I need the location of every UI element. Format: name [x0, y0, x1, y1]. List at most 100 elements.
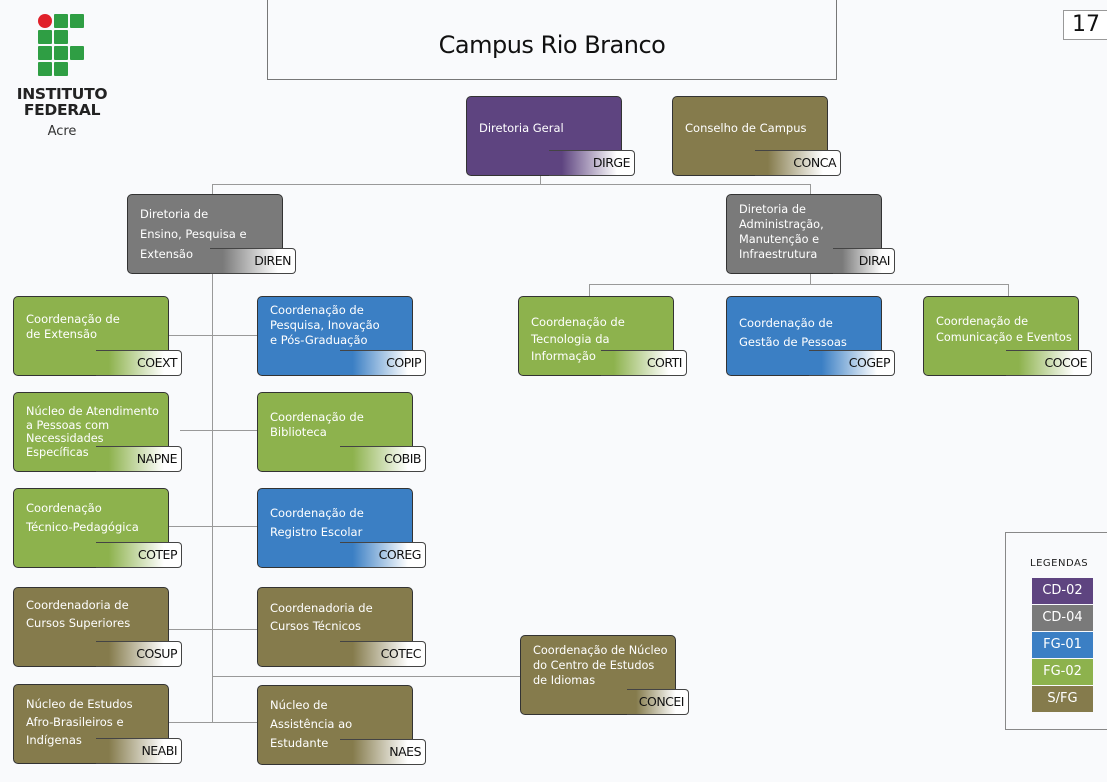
- unit-code-tag: CONCA: [755, 150, 841, 176]
- unit-box-neabi[interactable]: Núcleo de Estudos Afro-Brasileiros e Ind…: [13, 684, 182, 764]
- unit-code-tag: NEABI: [96, 738, 182, 764]
- unit-code-tag: COTEC: [340, 641, 426, 667]
- unit-code: COEXT: [137, 355, 177, 370]
- unit-box-diren[interactable]: Diretoria de Ensino, Pesquisa e Extensão…: [127, 194, 296, 274]
- connector-line: [810, 273, 811, 285]
- institute-logo: INSTITUTO FEDERAL Acre: [10, 12, 114, 142]
- unit-code-tag: DIRAI: [833, 248, 895, 274]
- connector-line: [168, 335, 258, 336]
- unit-code: COBIB: [384, 451, 421, 466]
- connector-line: [168, 629, 258, 630]
- unit-name: Diretoria de Ensino, Pesquisa e Extensão: [140, 207, 247, 261]
- unit-code-tag: COSUP: [96, 641, 182, 667]
- unit-name: Coordenação de de Extensão: [26, 312, 120, 341]
- unit-code: COCOE: [1044, 355, 1087, 370]
- title-box: Campus Rio Branco: [267, 0, 837, 80]
- connector-line: [212, 676, 520, 677]
- logo-red-dot-icon: [38, 14, 52, 28]
- legend-item-cd02: CD-02: [1032, 578, 1093, 604]
- unit-name: Conselho de Campus: [685, 121, 807, 135]
- unit-code-tag: COBIB: [340, 446, 426, 472]
- unit-code: NEABI: [141, 743, 177, 758]
- unit-name: Coordenação de Núcleo do Centro de Estud…: [533, 644, 668, 687]
- unit-name: Núcleo de Assistência ao Estudante: [270, 698, 353, 750]
- logo-square: [54, 46, 68, 60]
- unit-box-napne[interactable]: Núcleo de Atendimento a Pessoas com Nece…: [13, 392, 182, 472]
- unit-box-copip[interactable]: Coordenação de Pesquisa, Inovação e Pós-…: [257, 296, 426, 376]
- unit-code: COGEP: [848, 355, 891, 370]
- page-title: Campus Rio Branco: [438, 31, 666, 59]
- unit-name: Coordenadoria de Cursos Superiores: [26, 598, 131, 630]
- connector-line: [540, 175, 541, 185]
- logo-text: INSTITUTO FEDERAL: [10, 86, 114, 118]
- unit-code: COTEC: [380, 646, 422, 661]
- unit-code-tag: COEXT: [96, 350, 182, 376]
- connector-line: [589, 284, 1009, 285]
- unit-code: DIRAI: [858, 253, 891, 268]
- unit-code: DIREN: [254, 253, 291, 268]
- connector-line: [810, 184, 811, 194]
- unit-code: COPIP: [386, 355, 421, 370]
- unit-code: CONCEI: [638, 694, 685, 709]
- unit-name: Diretoria de Administração, Manutenção e…: [739, 203, 824, 261]
- unit-code-tag: COGEP: [809, 350, 895, 376]
- unit-box-dirai[interactable]: Diretoria de Administração, Manutenção e…: [726, 194, 895, 274]
- unit-name: Coordenação de Pesquisa, Inovação e Pós-…: [270, 303, 380, 347]
- unit-name: Núcleo de Atendimento a Pessoas com Nece…: [26, 405, 159, 459]
- unit-box-concei[interactable]: Coordenação de Núcleo do Centro de Estud…: [520, 635, 689, 715]
- logo-square: [54, 30, 68, 44]
- unit-name: Núcleo de Estudos Afro-Brasileiros e Ind…: [26, 697, 133, 747]
- page-number: 17: [1063, 10, 1107, 40]
- unit-box-cobib[interactable]: Coordenação de Biblioteca COBIB: [257, 392, 426, 472]
- unit-code-tag: CORTI: [601, 350, 687, 376]
- unit-box-naes[interactable]: Núcleo de Assistência ao Estudante NAES: [257, 685, 426, 765]
- logo-square: [38, 46, 52, 60]
- logo-line-2: FEDERAL: [23, 101, 101, 119]
- unit-code: COREG: [378, 547, 422, 562]
- unit-code-tag: COTEP: [96, 542, 182, 568]
- logo-square: [54, 14, 68, 28]
- unit-name: Diretoria Geral: [479, 121, 564, 135]
- unit-code: COSUP: [136, 646, 177, 661]
- unit-code-tag: NAPNE: [96, 446, 182, 472]
- unit-box-dirge[interactable]: Diretoria Geral DIRGE: [466, 96, 635, 176]
- connector-line: [168, 526, 258, 527]
- logo-square: [70, 14, 84, 28]
- unit-code-tag: COPIP: [340, 350, 426, 376]
- connector-line: [589, 284, 590, 296]
- unit-box-conca[interactable]: Conselho de Campus CONCA: [672, 96, 841, 176]
- unit-box-cotec[interactable]: Coordenadoria de Cursos Técnicos COTEC: [257, 587, 426, 667]
- unit-box-coext[interactable]: Coordenação de de Extensão COEXT: [13, 296, 182, 376]
- unit-code: COTEP: [137, 547, 178, 562]
- logo-square: [54, 62, 68, 76]
- connector-line: [180, 430, 258, 431]
- unit-name: Coordenação de Tecnologia da Informação: [531, 315, 625, 363]
- unit-name: Coordenação de Gestão de Pessoas: [739, 316, 847, 349]
- unit-code: NAPNE: [136, 451, 178, 466]
- unit-name: Coordenação de Biblioteca: [270, 410, 364, 439]
- logo-square: [70, 46, 84, 60]
- logo-line-3: Acre: [47, 124, 77, 139]
- logo-line-1: INSTITUTO: [16, 85, 108, 103]
- logo-square: [38, 30, 52, 44]
- unit-box-cosup[interactable]: Coordenadoria de Cursos Superiores COSUP: [13, 587, 182, 667]
- legend-item-sfg: S/FG: [1032, 686, 1093, 712]
- unit-code: DIRGE: [592, 155, 631, 170]
- unit-code: CORTI: [646, 355, 683, 370]
- legend-item-cd04: CD-04: [1032, 605, 1093, 631]
- unit-code-tag: DIREN: [210, 248, 296, 274]
- connector-line: [212, 273, 213, 723]
- unit-box-cotep[interactable]: Coordenação Técnico-Pedagógica COTEP: [13, 488, 182, 568]
- legend-item-fg01: FG-01: [1032, 632, 1093, 658]
- unit-box-corti[interactable]: Coordenação de Tecnologia da Informação …: [518, 296, 687, 376]
- connector-line: [212, 184, 213, 194]
- unit-code-tag: COREG: [340, 542, 426, 568]
- connector-line: [168, 722, 258, 723]
- unit-code: CONCA: [793, 155, 836, 170]
- unit-code-tag: CONCEI: [627, 689, 689, 715]
- unit-box-cocoe[interactable]: Coordenação de Comunicação e Eventos COC…: [923, 296, 1092, 376]
- connector-line: [1008, 284, 1009, 296]
- unit-code-tag: COCOE: [1006, 350, 1092, 376]
- unit-box-coreg[interactable]: Coordenação de Registro Escolar COREG: [257, 488, 426, 568]
- unit-box-cogep[interactable]: Coordenação de Gestão de Pessoas COGEP: [726, 296, 895, 376]
